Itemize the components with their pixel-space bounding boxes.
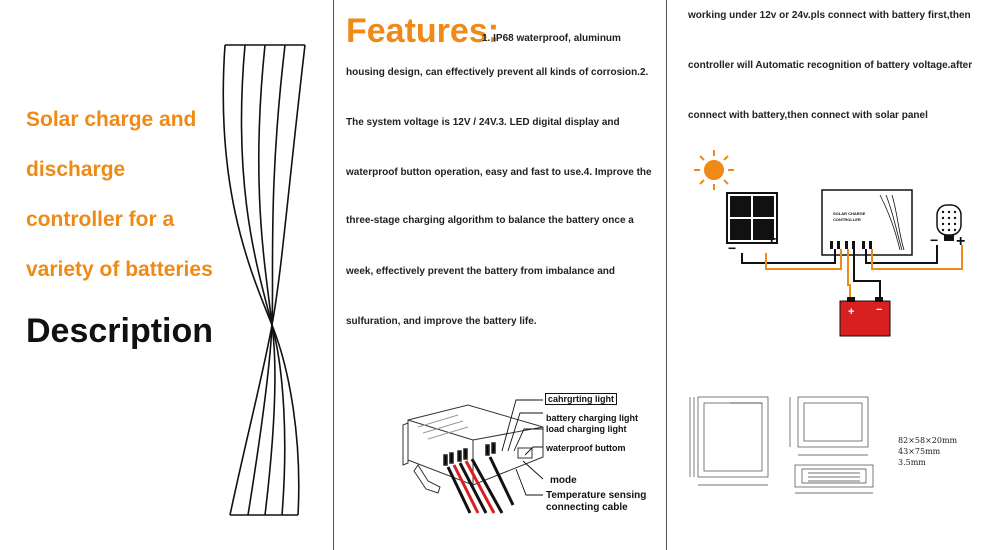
label-charging-light: cahrgrting light (545, 393, 617, 405)
features-heading: Features: (346, 12, 500, 50)
battery-icon (839, 297, 891, 337)
solar-panel-icon (726, 192, 778, 244)
dimension-drawings (689, 396, 874, 494)
solar-plus-label: + (767, 231, 777, 248)
lamp-plus-label: + (956, 233, 966, 250)
feature-line-3: The system voltage is 12V / 24V.3. LED d… (346, 117, 620, 128)
description-heading: Description (26, 312, 214, 350)
label-temperature-sensing: Temperature sensing (546, 490, 647, 501)
decorative-swirl-graphic (222, 44, 306, 516)
divider-left (333, 0, 334, 550)
feature-line-1: 1. IP68 waterproof, aluminum (482, 33, 621, 44)
product-title-line-1: Solar charge and (26, 108, 197, 131)
product-title-line-4: variety of batteries (26, 258, 213, 281)
feature-line-7: sulfuration, and improve the battery lif… (346, 316, 537, 327)
controller-device-illustration (402, 399, 544, 514)
label-connecting-cable: connecting cable (546, 502, 628, 513)
battery-plus-label: + (848, 306, 855, 318)
label-waterproof-button: waterproof buttom (546, 443, 626, 453)
feature-line-4: waterproof button operation, easy and fa… (346, 167, 652, 178)
install-line-2: controller will Automatic recognition of… (688, 60, 973, 71)
install-line-3: connect with battery,then connect with s… (688, 110, 928, 121)
lamp-minus-label: − (930, 232, 939, 248)
controller-icon (821, 189, 913, 256)
label-battery-charging-light: battery charging light (546, 413, 639, 423)
controller-label-line-1: SOLAR CHARGE (833, 211, 866, 216)
sun-icon (694, 150, 734, 190)
controller-label-line-2: CONTROLLER (833, 217, 861, 222)
dimension-line-1: 82×58×20mm (898, 436, 958, 445)
battery-minus-label: − (876, 304, 883, 316)
label-load-charging-light: load charging light (546, 424, 627, 434)
solar-minus-label: − (728, 240, 737, 256)
wiring-diagram (694, 150, 963, 337)
feature-line-6: week, effectively prevent the battery fr… (346, 266, 615, 277)
feature-line-2: housing design, can effectively prevent … (346, 67, 649, 78)
feature-line-5: three-stage charging algorithm to balanc… (346, 215, 634, 226)
lamp-icon (936, 204, 962, 241)
install-line-1: working under 12v or 24v.pls connect wit… (688, 10, 971, 21)
product-title-line-2: discharge (26, 158, 126, 181)
dimension-line-3: 3.5mm (898, 458, 926, 467)
label-mode: mode (550, 475, 577, 486)
product-title-line-3: controller for a (26, 208, 175, 231)
divider-right (666, 0, 667, 550)
dimension-line-2: 43×75mm (898, 447, 941, 456)
